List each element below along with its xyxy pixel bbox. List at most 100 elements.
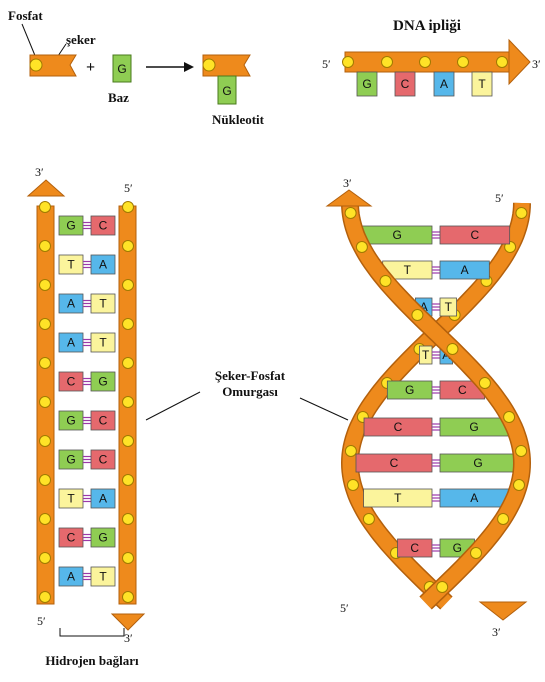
ladder-base-right-letter: C xyxy=(99,219,108,233)
helix-bottom-left-end: 5′ xyxy=(340,601,349,615)
helix-base-left-letter: C xyxy=(410,541,419,555)
reaction-arrowhead xyxy=(184,62,194,72)
strand-phosphate-4 xyxy=(458,57,469,68)
hydrogen-bond xyxy=(83,535,91,541)
phosphate-label: Fosfat xyxy=(8,8,43,23)
helix-base-left-letter: T xyxy=(394,491,402,505)
ladder-left-top-end: 3′ xyxy=(35,165,44,179)
ladder-right-bottom-end: 3′ xyxy=(124,631,133,645)
strand-title: DNA ipliği xyxy=(393,18,461,34)
nucleotide-base-letter: G xyxy=(222,84,231,98)
hydrogen-bonds-label: Hidrojen bağları xyxy=(45,653,139,668)
hydrogen-bond xyxy=(432,304,440,310)
helix-phosphate xyxy=(447,344,458,355)
helix-phosphate xyxy=(363,514,374,525)
strand-arrowhead xyxy=(509,40,530,84)
helix-base-right-letter: A xyxy=(470,491,478,505)
ladder-right-phosphate xyxy=(123,358,134,369)
ladder-base-left-letter: C xyxy=(67,375,76,389)
ladder-right-phosphate xyxy=(123,436,134,447)
helix-phosphate xyxy=(345,446,356,457)
ladder-right-phosphate xyxy=(123,319,134,330)
hydrogen-bond xyxy=(432,232,440,238)
hydrogen-bond xyxy=(83,574,91,580)
ladder-bottom-arrow xyxy=(112,614,144,630)
helix-base-right-letter: C xyxy=(458,383,467,397)
helix-base-right-letter: G xyxy=(469,420,478,434)
nucleotide-label: Nükleotit xyxy=(212,112,265,127)
ladder-base-left-letter: A xyxy=(67,570,75,584)
helix-bottom-arrow xyxy=(480,602,526,620)
ladder-left-phosphate xyxy=(40,592,51,603)
helix-base-right-letter: C xyxy=(470,228,479,242)
helix-phosphate xyxy=(471,548,482,559)
helix-phosphate xyxy=(514,480,525,491)
phosphate-dot xyxy=(30,59,42,71)
ladder-pair-8: TA xyxy=(59,489,115,508)
phosphate-pointer xyxy=(22,24,36,58)
helix-base-left-letter: C xyxy=(390,456,399,470)
ladder-left-phosphate xyxy=(40,358,51,369)
helix-pair-5: GC xyxy=(387,381,484,399)
ladder-base-right-letter: C xyxy=(99,453,108,467)
ladder-right-phosphate xyxy=(123,475,134,486)
ladder-base-left-letter: C xyxy=(67,531,76,545)
helix-base-right-letter: T xyxy=(445,300,453,314)
ladder-base-left-letter: T xyxy=(67,258,75,272)
ladder-left-phosphate xyxy=(40,241,51,252)
ladder-left-bottom-end: 5′ xyxy=(37,614,46,628)
ladder-base-right-letter: T xyxy=(99,297,107,311)
free-base-letter: G xyxy=(117,62,126,76)
sugar-label: şeker xyxy=(66,32,96,47)
ladder-base-left-letter: G xyxy=(66,219,75,233)
sugar-pointer xyxy=(58,44,66,56)
dna-double-helix: GCTAATTAGCCGCGTACG 3′ 5′ 5′ 3′ xyxy=(327,176,527,639)
ladder-left-phosphate xyxy=(40,436,51,447)
helix-base-left-letter: T xyxy=(422,348,430,362)
nucleotide-formation: Fosfat şeker + G Baz G Nükleotit xyxy=(8,8,265,127)
ladder-base-right-letter: G xyxy=(98,375,107,389)
helix-phosphate xyxy=(348,480,359,491)
ladder-left-phosphate xyxy=(40,202,51,213)
hydrogen-bond xyxy=(83,223,91,229)
helix-base-right-letter: A xyxy=(461,263,469,277)
strand-phosphate-3 xyxy=(420,57,431,68)
nucleotide-phosphate xyxy=(203,59,215,71)
ladder-base-left-letter: G xyxy=(66,453,75,467)
strand-5prime: 5′ xyxy=(322,57,331,71)
ladder-right-phosphate xyxy=(123,553,134,564)
ladder-right-top-end: 5′ xyxy=(124,181,133,195)
ladder-base-right-letter: A xyxy=(99,258,107,272)
hydrogen-bond xyxy=(83,340,91,346)
hydrogen-bond xyxy=(83,262,91,268)
ladder-right-phosphate xyxy=(123,514,134,525)
ladder-base-left-letter: A xyxy=(67,336,75,350)
dna-strand: DNA ipliği 5′ 3′ GCAT xyxy=(322,18,541,96)
base-label: Baz xyxy=(108,90,129,105)
helix-base-left-letter: G xyxy=(405,383,414,397)
helix-base-right-letter: G xyxy=(453,541,462,555)
ladder-base-left-letter: T xyxy=(67,492,75,506)
helix-base-right-letter: G xyxy=(473,456,482,470)
hydrogen-bond xyxy=(83,301,91,307)
ladder-pair-10: AT xyxy=(59,567,115,586)
helix-phosphate xyxy=(437,582,448,593)
hydrogen-bond xyxy=(432,387,440,393)
hydrogen-bond xyxy=(83,457,91,463)
backbone-pointer-left xyxy=(146,392,200,420)
backbone-pointer-right xyxy=(300,398,348,420)
helix-phosphate xyxy=(504,412,515,423)
strand-phosphate-1 xyxy=(343,57,354,68)
ladder-left-phosphate xyxy=(40,475,51,486)
ladder-pair-4: AT xyxy=(59,333,115,352)
helix-phosphate xyxy=(380,276,391,287)
